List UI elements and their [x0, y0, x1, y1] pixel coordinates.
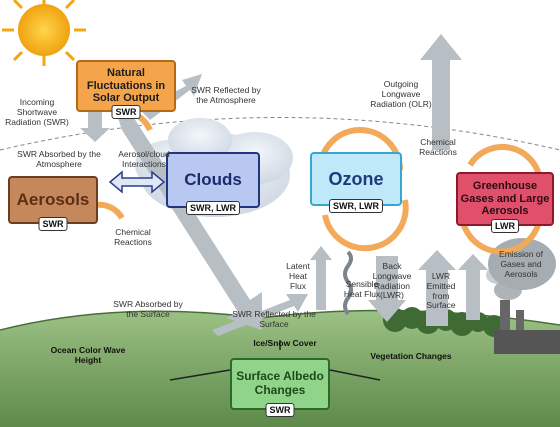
albedo-tag: SWR — [265, 402, 295, 417]
outgoing-lwr-label: Outgoing Longwave Radiation (OLR) — [370, 79, 432, 109]
albedo-box: Surface Albedo Changes SWR — [230, 358, 330, 417]
aerosol-cloud-label: Aerosol/cloud Interactions — [118, 149, 170, 169]
sun-icon — [2, 0, 86, 66]
aerosols-title: Aerosols — [16, 190, 90, 209]
swr-absorbed-atm-label: SWR Absorbed by the Atmosphere — [17, 149, 101, 169]
aerosols-tag: SWR — [38, 217, 68, 231]
albedo-connectors — [169, 340, 381, 381]
clouds-tag: SWR, LWR — [186, 201, 240, 215]
atmosphere-boundary — [0, 117, 560, 151]
ghg-tag: LWR — [491, 218, 519, 233]
solar-output-tag: SWR — [111, 104, 141, 119]
clouds-box: Clouds SWR, LWR — [166, 152, 260, 215]
clouds-title: Clouds — [184, 170, 242, 189]
sensible-heat-label: Sensible Heat Flux — [343, 279, 381, 299]
ozone-tag: SWR, LWR — [329, 199, 383, 213]
ocean-color-label: Ocean Color Wave Height — [50, 345, 126, 365]
incoming-swr-label: Incoming Shortwave Radiation (SWR) — [5, 97, 69, 127]
back-lwr-label: Back Longwave Radiation (LWR) — [372, 261, 412, 301]
ghg-box: Greenhouse Gases and Large Aerosols LWR — [456, 172, 554, 233]
chem-reactions-right-label: Chemical Reactions — [419, 137, 457, 157]
emission-label: Emission of Gases and Aerosols — [499, 249, 543, 279]
ice-snow-label: Ice/Snow Cover — [253, 338, 317, 348]
lwr-emitted-label: LWR Emitted from Surface — [426, 271, 456, 311]
aerosol-cloud-arrow — [108, 170, 166, 194]
vegetation-label: Vegetation Changes — [370, 351, 452, 361]
sensible-heat-arrow — [343, 250, 353, 316]
ghg-title: Greenhouse Gases and Large Aerosols — [460, 180, 550, 218]
ozone-box: Ozone SWR, LWR — [310, 152, 402, 213]
swr-reflected-atm-label: SWR Reflected by the Atmosphere — [191, 85, 261, 105]
swr-absorbed-surface-label: SWR Absorbed by the Surface — [113, 299, 183, 319]
solar-output-box: Natural Fluctuations in Solar Output SWR — [76, 60, 176, 119]
solar-output-title: Natural Fluctuations in Solar Output — [86, 67, 166, 105]
latent-heat-label: Latent Heat Flux — [286, 261, 310, 291]
chem-reactions-left-label: Chemical Reactions — [114, 227, 152, 247]
swr-reflected-surface-label: SWR Reflected by the Surface — [232, 309, 316, 329]
ozone-title: Ozone — [328, 168, 384, 189]
aerosols-box: Aerosols SWR — [8, 176, 98, 231]
albedo-title: Surface Albedo Changes — [236, 369, 324, 397]
